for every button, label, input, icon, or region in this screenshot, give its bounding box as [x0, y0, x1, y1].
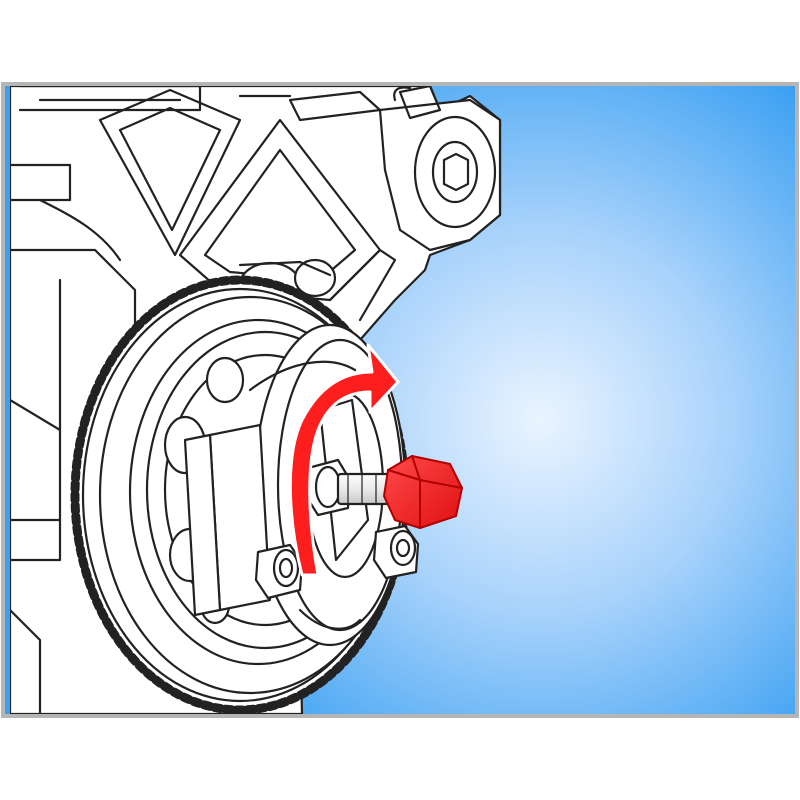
- lower-left-nut: [254, 543, 304, 600]
- lower-right-nut: [372, 524, 420, 580]
- hex-bolt-icon: [383, 455, 463, 529]
- rotation-arrow-icon: [288, 343, 400, 577]
